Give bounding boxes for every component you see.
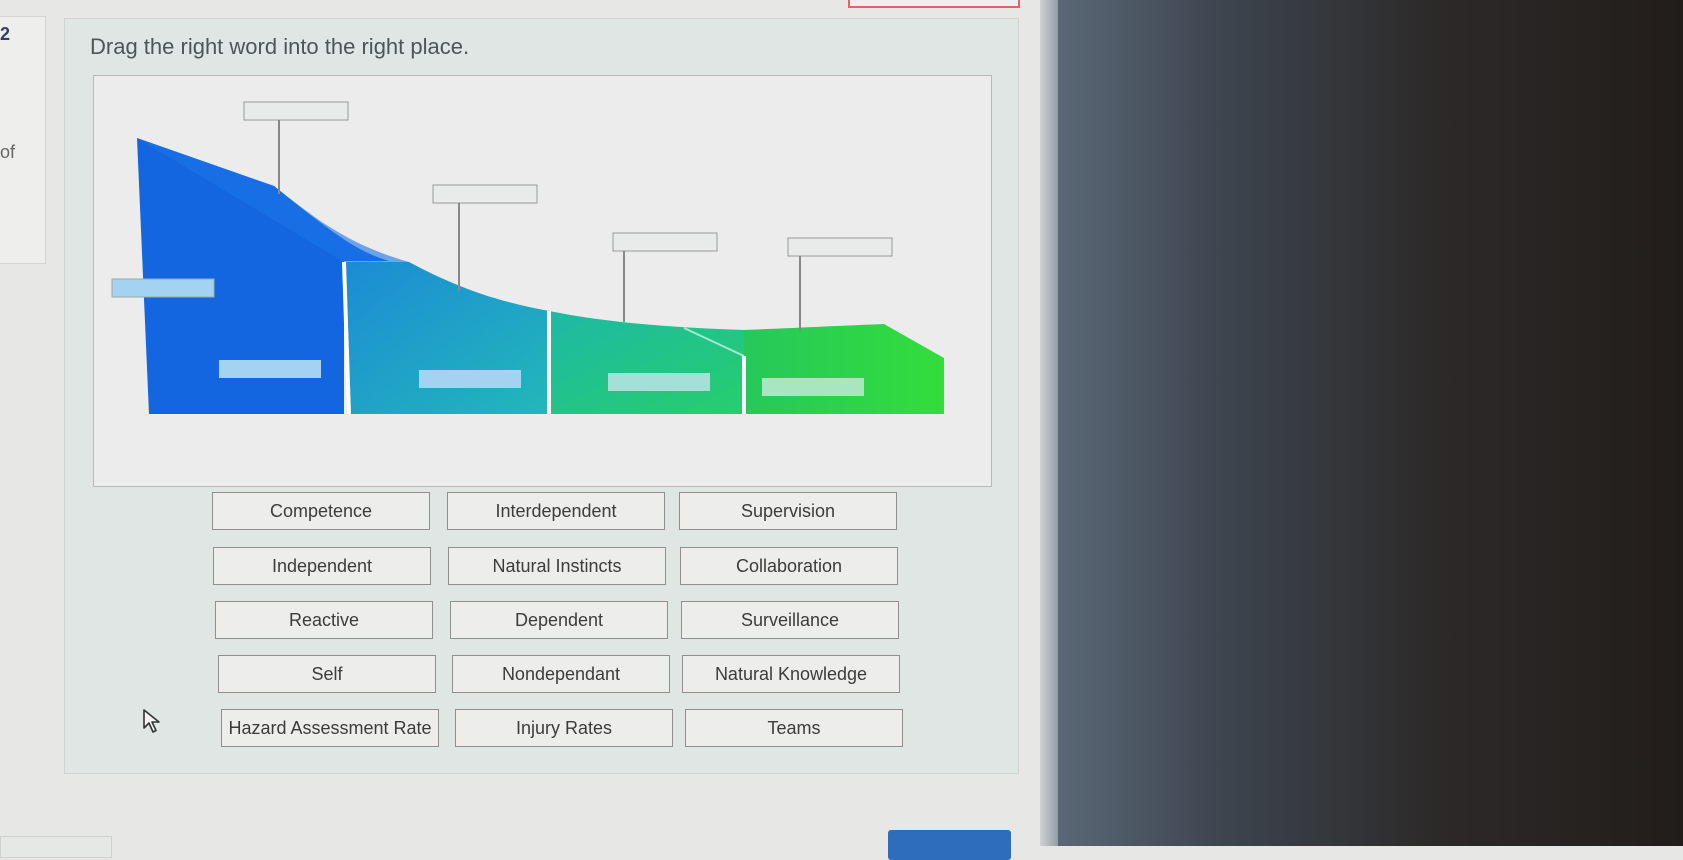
bottom-nav-tab[interactable] [0,836,112,858]
drop-zone-axis[interactable] [111,278,215,298]
next-button[interactable] [888,830,1011,860]
top-action-button[interactable] [848,0,1020,8]
drop-zone-stage-1[interactable] [219,360,321,378]
word-chip[interactable]: Hazard Assessment Rate [221,709,439,747]
word-chip[interactable]: Natural Instincts [448,547,666,585]
mouse-pointer-icon [142,708,162,739]
stage-1-shape [137,138,389,414]
word-chip[interactable]: Surveillance [681,601,899,639]
word-chip[interactable]: Nondependant [452,655,670,693]
word-chip[interactable]: Interdependent [447,492,665,530]
stage-1-curve-highlight [137,138,409,262]
word-chip[interactable]: Dependent [450,601,668,639]
drop-zone-stage-3[interactable] [608,373,710,391]
word-chip[interactable]: Natural Knowledge [682,655,900,693]
stage-3-shape [549,311,744,414]
word-chip[interactable]: Independent [213,547,431,585]
question-nav-text: of [0,142,16,162]
drop-zone-callout-1[interactable] [243,101,349,121]
drop-zone-callout-4[interactable] [787,237,893,257]
drop-zone-callout-2[interactable] [432,184,538,204]
stage-divider [342,261,351,415]
drop-zone-stage-2[interactable] [419,370,521,388]
question-number: 2 [0,24,11,44]
instruction-text: Drag the right word into the right place… [90,34,470,59]
word-chip[interactable]: Teams [685,709,903,747]
stage-4-shape [744,324,944,414]
question-nav-card[interactable] [0,16,46,264]
curve-diagram [111,101,944,415]
word-chip[interactable]: Collaboration [680,547,898,585]
word-chip[interactable]: Supervision [679,492,897,530]
word-chip[interactable]: Reactive [215,601,433,639]
background-outside-screen [1058,0,1683,846]
diagram-area [93,75,992,487]
stage-2-shape [344,262,549,414]
drop-zone-stage-4[interactable] [762,378,864,396]
drop-zone-callout-3[interactable] [612,232,718,252]
word-chip[interactable]: Competence [212,492,430,530]
word-chip[interactable]: Injury Rates [455,709,673,747]
word-bank: Competence Interdependent Supervision In… [212,492,903,752]
stage-divider [683,327,745,357]
word-chip[interactable]: Self [218,655,436,693]
